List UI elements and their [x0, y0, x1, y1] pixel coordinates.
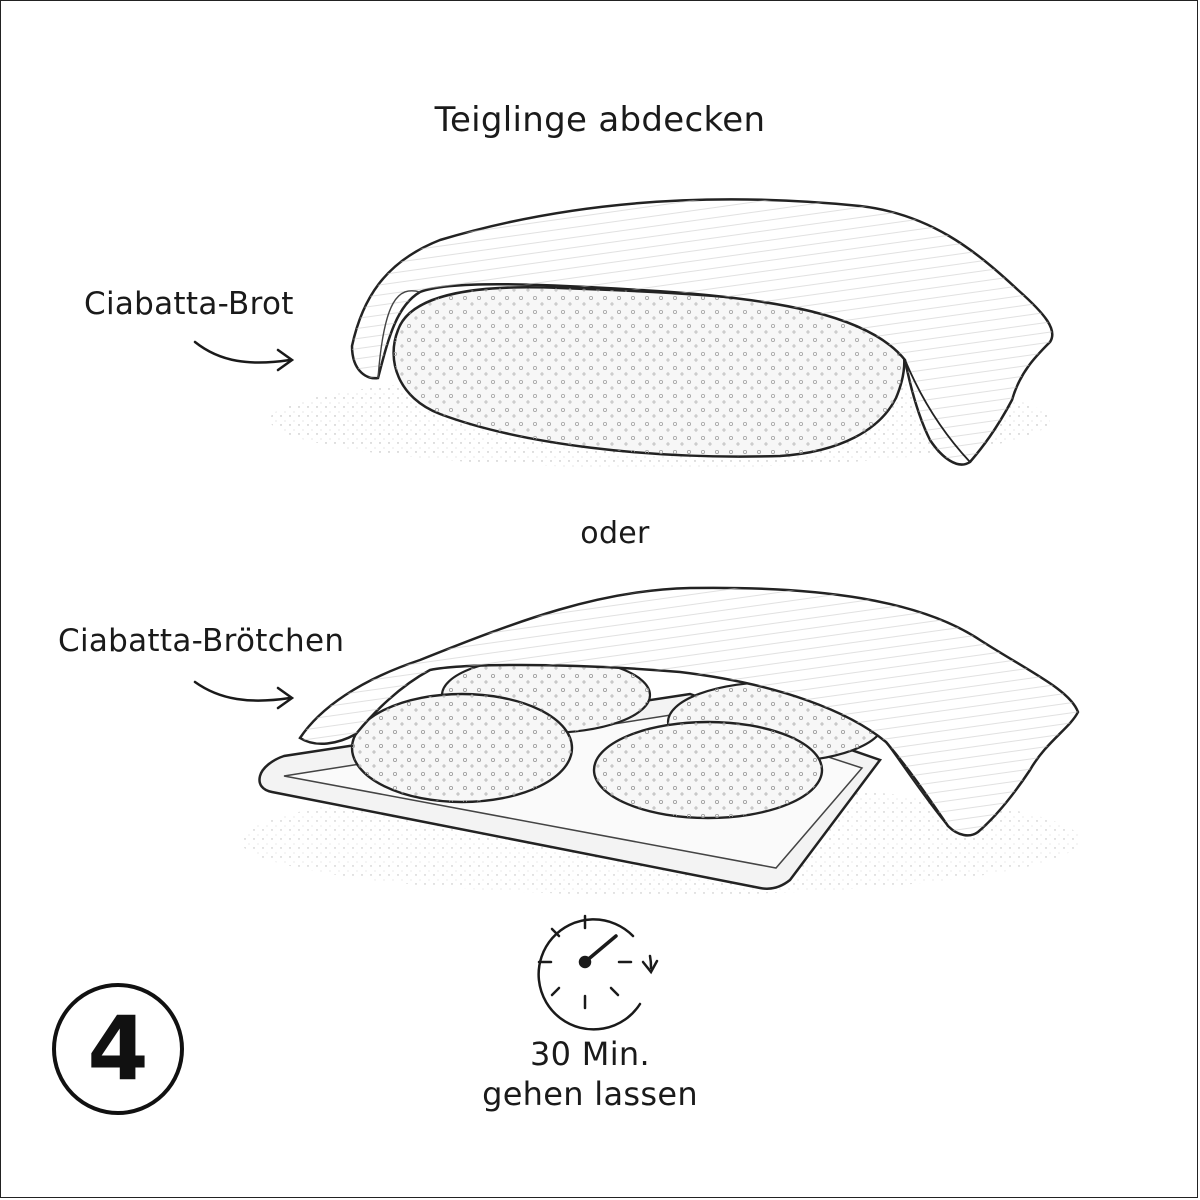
arrow-to-rolls — [193, 680, 295, 710]
ciabatta-loaf — [392, 286, 906, 458]
arrow-to-bread — [193, 340, 295, 372]
bread-scene — [270, 198, 1054, 468]
step-title: Teiglinge abdecken — [434, 100, 766, 140]
separator-text: oder — [580, 516, 650, 551]
rolls-scene — [240, 586, 1080, 895]
towel-over-rolls — [298, 586, 1080, 837]
step-number: 4 — [87, 997, 149, 1100]
proofing-instruction: gehen lassen — [482, 1075, 698, 1113]
proofing-duration: 30 Min. — [530, 1035, 650, 1073]
stopwatch-icon — [537, 914, 659, 1031]
towel-over-bread — [350, 198, 1054, 466]
label-ciabatta-rolls: Ciabatta-Brötchen — [58, 623, 345, 659]
step-number-badge: 4 — [52, 983, 184, 1115]
label-ciabatta-bread: Ciabatta-Brot — [84, 286, 294, 322]
